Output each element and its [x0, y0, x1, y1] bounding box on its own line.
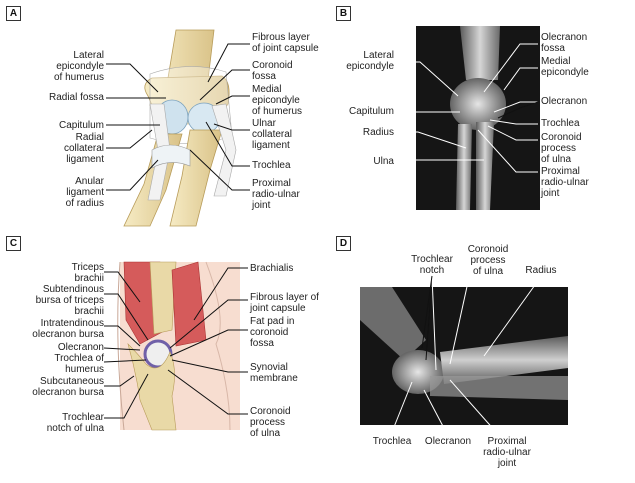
b-radius-label: Radius — [362, 127, 394, 138]
c-olecranon-label: Olecranon — [57, 342, 104, 353]
b-olecranon-fossa-label: Olecranon fossa — [541, 32, 588, 54]
d-olecranon-label: Olecranon — [424, 436, 472, 447]
b-lateral-epicondyle-label: Lateral epicondyle — [346, 50, 394, 72]
c-synovial-membrane-label: Synovial membrane — [250, 362, 298, 384]
panel-a-tag: A — [6, 6, 21, 21]
c-triceps-label: Triceps brachii — [71, 262, 104, 284]
d-radius-label: Radius — [525, 265, 557, 276]
c-fat-pad-label: Fat pad in coronoid fossa — [250, 316, 295, 349]
c-trochlea-humerus-label: Trochlea of humerus — [54, 353, 104, 375]
c-subtendinous-bursa-label: Subtendinous bursa of triceps brachii — [35, 284, 104, 317]
a-ulnar-collateral-label: Ulnar collateral ligament — [252, 118, 293, 151]
d-trochlear-notch-label: Trochlear notch — [411, 254, 453, 276]
a-trochlea-label: Trochlea — [252, 160, 291, 171]
d-proximal-radioulnar-label: Proximal radio-ulnar joint — [483, 436, 531, 469]
b-coronoid-process-label: Coronoid process of ulna — [541, 132, 582, 165]
a-fibrous-layer-label: Fibrous layer of joint capsule — [252, 32, 319, 54]
c-coronoid-process-label: Coronoid process of ulna — [250, 406, 291, 439]
d-trochlea-label: Trochlea — [372, 436, 412, 447]
b-olecranon-label: Olecranon — [541, 96, 588, 107]
c-intratendinous-bursa-label: Intratendinous olecranon bursa — [32, 318, 104, 340]
b-trochlea-label: Trochlea — [541, 118, 580, 129]
panel-d-tag: D — [336, 236, 351, 251]
b-medial-epicondyle-label: Medial epicondyle — [541, 56, 589, 78]
b-proximal-radioulnar-label: Proximal radio-ulnar joint — [541, 166, 589, 199]
a-proximal-radioulnar-label: Proximal radio-ulnar joint — [252, 178, 300, 211]
b-capitulum-label: Capitulum — [348, 106, 394, 117]
c-trochlear-notch-label: Trochlear notch of ulna — [46, 412, 104, 434]
a-radial-fossa-label: Radial fossa — [48, 92, 104, 103]
c-subcutaneous-bursa-label: Subcutaneous olecranon bursa — [32, 376, 104, 398]
c-brachialis-label: Brachialis — [250, 263, 294, 274]
d-coronoid-process-label: Coronoid process of ulna — [467, 244, 509, 277]
a-coronoid-fossa-label: Coronoid fossa — [252, 60, 293, 82]
c-fibrous-layer-label: Fibrous layer of joint capsule — [250, 292, 319, 314]
a-anular-ligament-label: Anular ligament of radius — [65, 176, 104, 209]
a-radial-collateral-label: Radial collateral ligament — [63, 132, 104, 165]
a-medial-epicondyle-label: Medial epicondyle of humerus — [252, 84, 303, 117]
panel-b-tag: B — [336, 6, 351, 21]
b-ulna-label: Ulna — [373, 156, 394, 167]
a-capitulum-label: Capitulum — [58, 120, 104, 131]
panel-c-tag: C — [6, 236, 21, 251]
a-lateral-epicondyle-label: Lateral epicondyle of humerus — [53, 50, 104, 83]
